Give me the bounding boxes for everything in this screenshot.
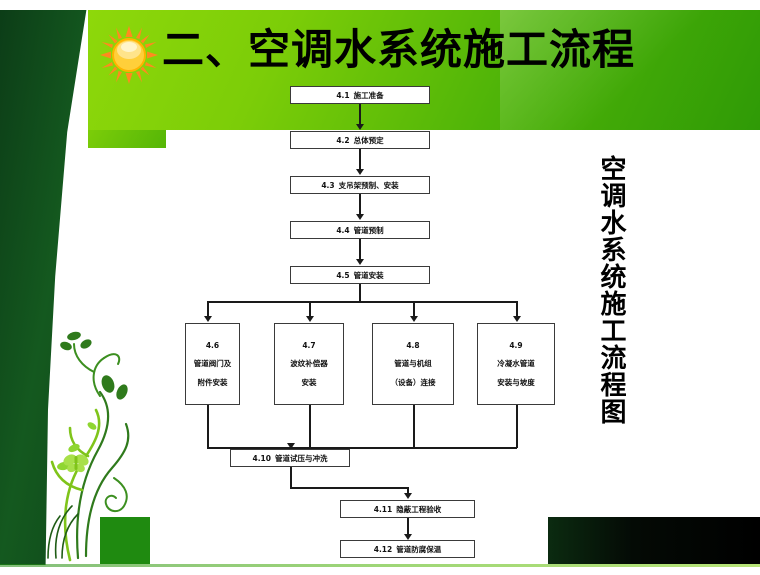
floral-vine-decoration bbox=[26, 300, 176, 562]
flow-node-label: 管道预制 bbox=[353, 225, 384, 235]
flow-node-4-3[interactable]: 4.3 支吊架预制、安装 bbox=[290, 176, 430, 194]
flow-node-label: 施工准备 bbox=[353, 90, 384, 100]
flowchart: 4.1 施工准备 4.2 总体预定 4.3 支吊架预制、安装 4.4 管道预制 … bbox=[150, 76, 570, 558]
flow-node-label: 管道与机组 bbox=[394, 358, 432, 368]
edge-4-4-to-4-5 bbox=[359, 239, 361, 263]
flow-node-4-11[interactable]: 4.11 隐蔽工程验收 bbox=[340, 500, 475, 518]
flow-node-number: 4.7 bbox=[302, 340, 316, 350]
edge-merge-bus bbox=[207, 447, 517, 449]
flow-node-4-1[interactable]: 4.1 施工准备 bbox=[290, 86, 430, 104]
flow-node-4-12[interactable]: 4.12 管道防腐保温 bbox=[340, 540, 475, 558]
flow-node-number: 4.12 bbox=[373, 544, 393, 554]
arrowhead bbox=[287, 443, 295, 449]
flow-node-label: 总体预定 bbox=[353, 135, 384, 145]
flow-node-4-7[interactable]: 4.7 波纹补偿器 安装 bbox=[274, 323, 344, 405]
flow-node-label: （设备）连接 bbox=[390, 377, 436, 387]
arrowhead bbox=[404, 493, 412, 499]
vertical-caption: 空调水系统施工流程图 bbox=[596, 155, 626, 425]
flow-node-number: 4.10 bbox=[252, 453, 271, 463]
arrowhead bbox=[356, 124, 364, 130]
edge-4-9-down bbox=[516, 405, 518, 448]
edge-4-2-to-4-3 bbox=[359, 149, 361, 173]
edge-bus-to-4-8 bbox=[413, 301, 415, 319]
edge-4-6-down bbox=[207, 405, 209, 448]
arrowhead bbox=[356, 214, 364, 220]
edge-4-10-to-4-11 bbox=[290, 487, 408, 489]
butterfly-icon bbox=[63, 454, 89, 473]
arrowhead bbox=[513, 316, 521, 322]
flow-node-label: 安装与坡度 bbox=[497, 377, 535, 387]
bottom-accent-line bbox=[0, 564, 760, 567]
edge-bus-to-4-9 bbox=[516, 301, 518, 319]
flow-node-label: 管道阀门及 bbox=[193, 358, 232, 368]
flow-node-label: 管道试压与冲洗 bbox=[275, 453, 328, 463]
edge-bus-to-4-7 bbox=[309, 301, 311, 319]
flow-node-label: 管道防腐保温 bbox=[396, 544, 442, 554]
edge-4-10-down bbox=[290, 467, 292, 488]
bottom-dark-block bbox=[548, 517, 760, 564]
edge-bus-to-4-6 bbox=[207, 301, 209, 319]
flow-node-number: 4.2 bbox=[336, 135, 350, 145]
sun-icon bbox=[100, 26, 158, 84]
flow-node-4-10[interactable]: 4.10 管道试压与冲洗 bbox=[230, 449, 350, 467]
flow-node-4-6[interactable]: 4.6 管道阀门及 附件安装 bbox=[185, 323, 240, 405]
content-paper bbox=[150, 76, 561, 531]
flow-node-number: 4.6 bbox=[205, 340, 220, 350]
edge-4-11-to-4-12 bbox=[407, 518, 409, 538]
flow-node-label: 支吊架预制、安装 bbox=[338, 180, 399, 190]
flow-node-4-4[interactable]: 4.4 管道预制 bbox=[290, 221, 430, 239]
flow-node-4-9[interactable]: 4.9 冷凝水管道 安装与坡度 bbox=[477, 323, 555, 405]
flow-node-number: 4.8 bbox=[406, 340, 420, 350]
page-title: 二、空调水系统施工流程 bbox=[162, 25, 636, 74]
flow-node-number: 4.9 bbox=[509, 340, 523, 350]
edge-4-1-to-4-2 bbox=[359, 104, 361, 128]
flow-node-label: 波纹补偿器 bbox=[290, 358, 328, 368]
flow-node-label: 冷凝水管道 bbox=[497, 358, 535, 368]
flow-node-number: 4.3 bbox=[321, 180, 335, 190]
flow-node-4-5[interactable]: 4.5 管道安装 bbox=[290, 266, 430, 284]
flow-node-number: 4.11 bbox=[373, 504, 393, 514]
bottom-green-block bbox=[100, 517, 150, 564]
flow-node-label: 附件安装 bbox=[197, 377, 228, 387]
title-banner-tail bbox=[88, 130, 166, 148]
arrowhead bbox=[356, 169, 364, 175]
arrowhead bbox=[356, 259, 364, 265]
edge-4-3-to-4-4 bbox=[359, 194, 361, 218]
arrowhead bbox=[410, 316, 418, 322]
arrowhead bbox=[204, 316, 212, 322]
flow-node-number: 4.1 bbox=[336, 90, 350, 100]
arrowhead bbox=[306, 316, 314, 322]
edge-4-7-down bbox=[309, 405, 311, 448]
title-banner bbox=[88, 10, 760, 130]
caption-paper bbox=[561, 76, 760, 516]
edge-split-bus bbox=[207, 301, 517, 303]
flow-node-4-8[interactable]: 4.8 管道与机组 （设备）连接 bbox=[372, 323, 454, 405]
flow-node-4-2[interactable]: 4.2 总体预定 bbox=[290, 131, 430, 149]
flow-node-label: 管道安装 bbox=[353, 270, 384, 280]
edge-into-4-11 bbox=[407, 487, 409, 497]
edge-4-5-stem bbox=[359, 284, 361, 302]
flow-node-label: 隐蔽工程验收 bbox=[396, 504, 442, 514]
flow-node-number: 4.4 bbox=[336, 225, 350, 235]
flow-node-label: 安装 bbox=[301, 377, 317, 387]
edge-4-8-down bbox=[413, 405, 415, 448]
flow-node-number: 4.5 bbox=[336, 270, 350, 280]
arrowhead bbox=[404, 534, 412, 540]
